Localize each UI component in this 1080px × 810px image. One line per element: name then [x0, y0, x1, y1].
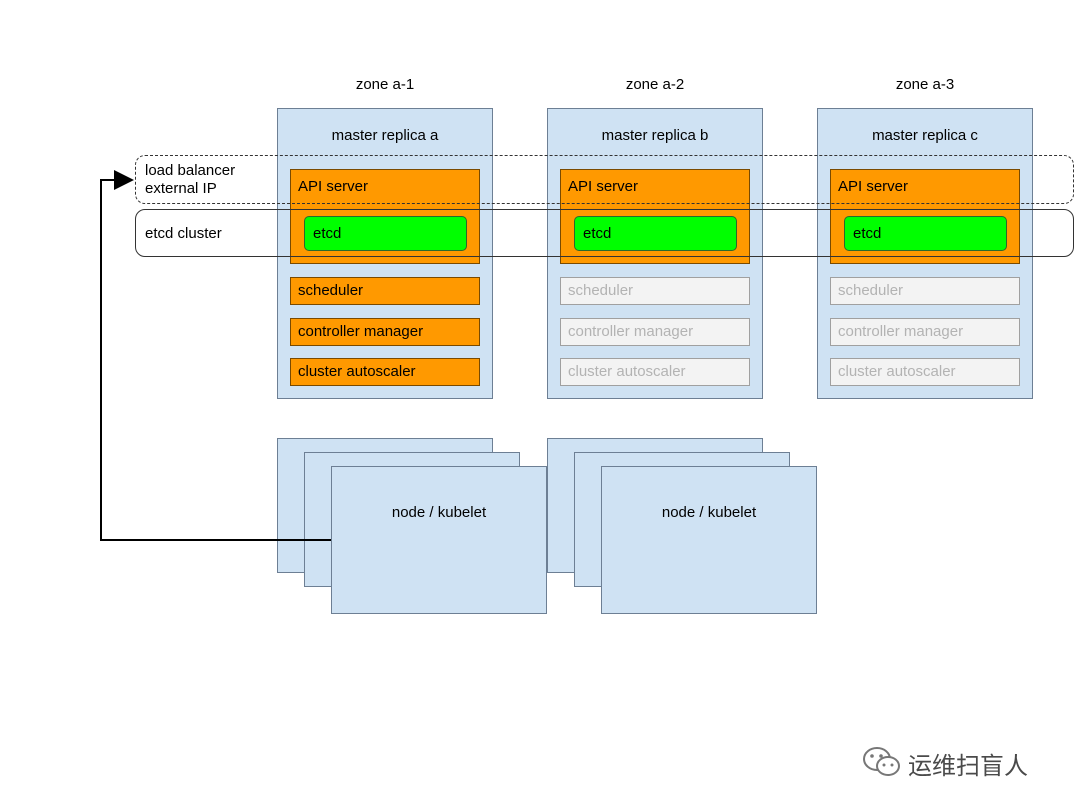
- cluster-autoscaler-c: cluster autoscaler: [830, 358, 1020, 386]
- controller-manager-a: controller manager: [290, 318, 480, 346]
- controller-manager-b: controller manager: [560, 318, 750, 346]
- load-balancer-label: load balancer external IP: [145, 162, 235, 198]
- load-balancer-label-line2: external IP: [145, 180, 217, 197]
- zone-label-a2: zone a-2: [625, 76, 685, 93]
- node-card-front-2: [601, 466, 817, 614]
- master-replica-c-title: master replica c: [872, 127, 978, 144]
- load-balancer-band: [135, 155, 1074, 204]
- scheduler-a: scheduler: [290, 277, 480, 305]
- master-replica-a-title: master replica a: [331, 127, 439, 144]
- node-kubelet-label-1: node / kubelet: [391, 504, 487, 521]
- etcd-a: etcd: [304, 216, 467, 251]
- cluster-autoscaler-b: cluster autoscaler: [560, 358, 750, 386]
- etcd-cluster-label: etcd cluster: [145, 225, 222, 242]
- scheduler-c: scheduler: [830, 277, 1020, 305]
- etcd-b: etcd: [574, 216, 737, 251]
- watermark-text: 运维扫盲人: [908, 752, 1028, 780]
- node-kubelet-label-2: node / kubelet: [661, 504, 757, 521]
- zone-label-a1: zone a-1: [355, 76, 415, 93]
- api-server-b-label: API server: [568, 178, 639, 195]
- api-server-a-label: API server: [298, 178, 369, 195]
- load-balancer-label-line1: load balancer: [145, 162, 236, 179]
- zone-label-a3: zone a-3: [895, 76, 955, 93]
- master-replica-b-title: master replica b: [601, 127, 709, 144]
- node-card-front-1: [331, 466, 547, 614]
- etcd-cluster-band: [135, 209, 1074, 257]
- cluster-autoscaler-a: cluster autoscaler: [290, 358, 480, 386]
- api-server-c-label: API server: [838, 178, 909, 195]
- controller-manager-c: controller manager: [830, 318, 1020, 346]
- etcd-c: etcd: [844, 216, 1007, 251]
- wechat-icon: [862, 745, 902, 779]
- scheduler-b: scheduler: [560, 277, 750, 305]
